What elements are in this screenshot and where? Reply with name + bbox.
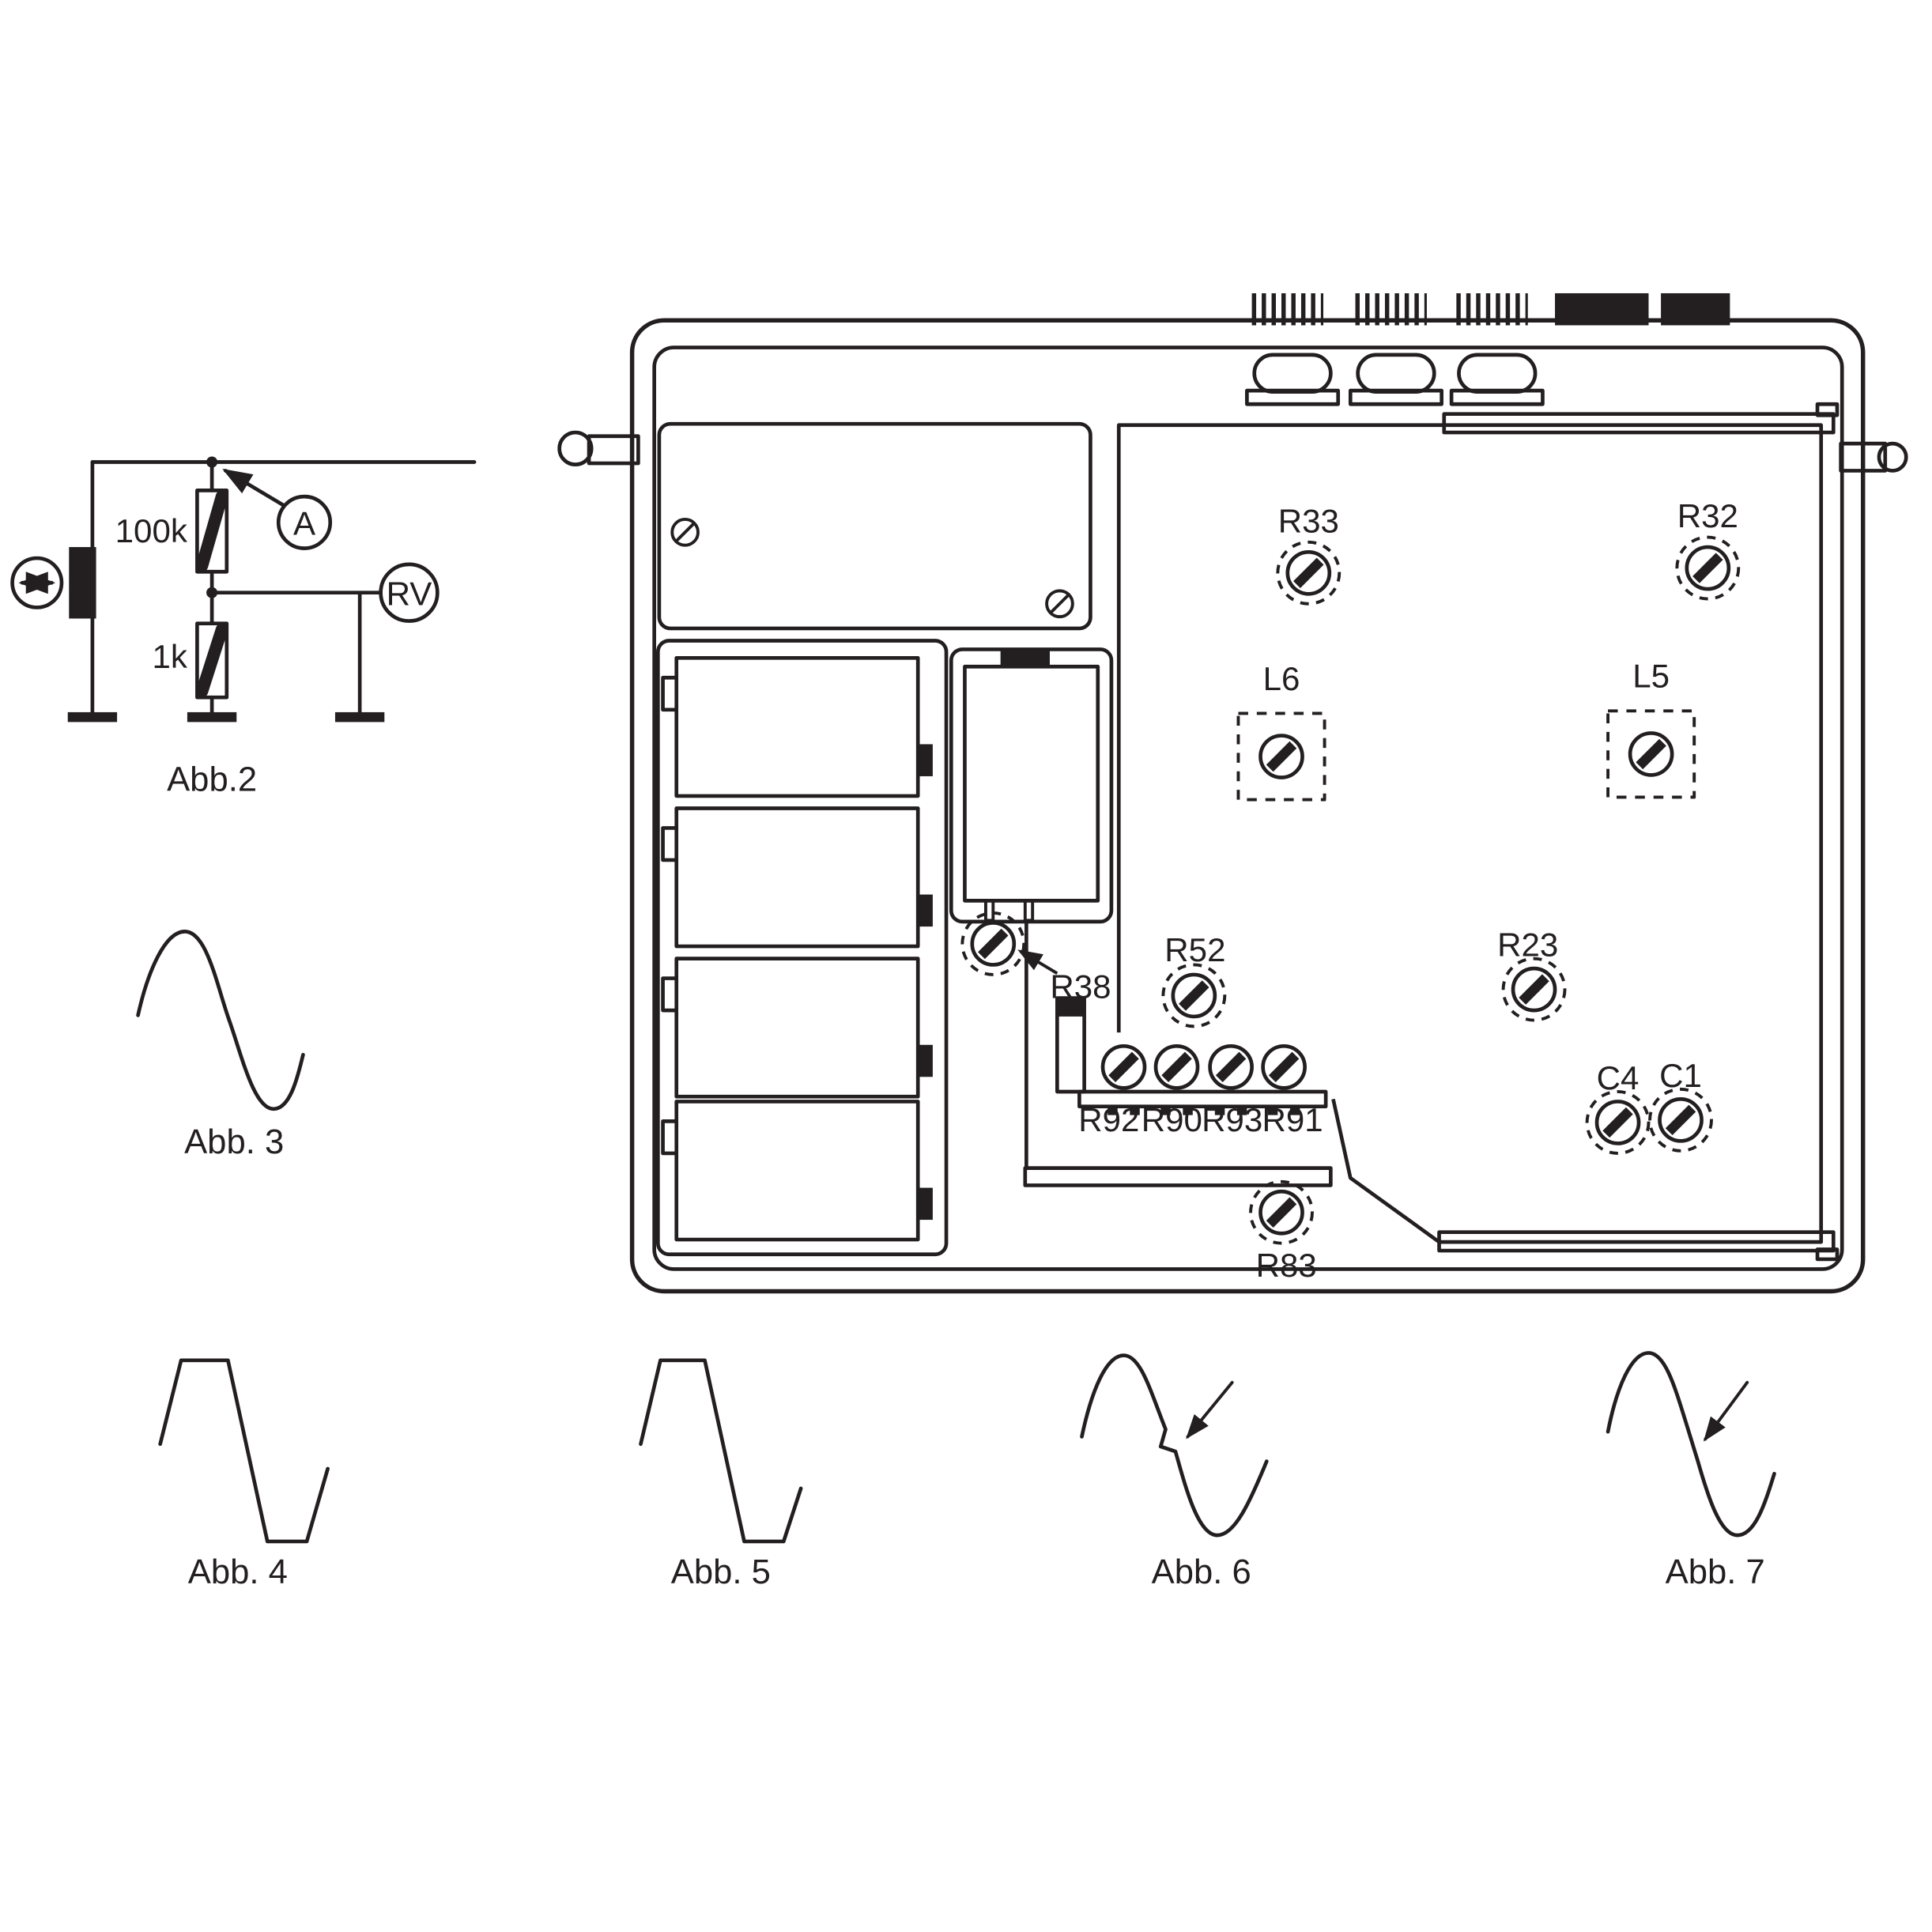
bracket-bar	[1077, 1089, 1328, 1109]
side-knob-left	[557, 430, 640, 466]
trimmer-r90	[1156, 1046, 1198, 1088]
label-r92: R92	[1078, 1101, 1139, 1138]
label-r32: R32	[1677, 497, 1738, 534]
sensor-circle-icon	[10, 556, 64, 609]
side-knob-right	[1839, 441, 1908, 473]
trimmer-r32	[1677, 538, 1738, 599]
trimmer-foot	[1214, 1106, 1225, 1115]
ground-symbol	[334, 711, 385, 723]
trimmer-foot	[1289, 1106, 1300, 1115]
abb5-caption: Abb. 5	[671, 1553, 771, 1591]
vertical-component	[1055, 996, 1086, 1094]
label-l5: L5	[1632, 658, 1670, 695]
tuning-connector	[1245, 353, 1341, 406]
sine-curve	[136, 930, 305, 1111]
abb2-caption: Abb.2	[167, 760, 257, 799]
ammeter-arrow	[222, 469, 285, 508]
label-r23: R23	[1497, 926, 1558, 964]
nine-volt-compartment	[949, 647, 1114, 924]
trimmer-row	[1077, 1046, 1328, 1115]
trimmer-foot	[1160, 1106, 1171, 1115]
ferrite-bar-bottom	[1437, 1230, 1840, 1262]
trimmer-r52	[1163, 964, 1224, 1026]
abb7-caption: Abb. 7	[1666, 1553, 1765, 1591]
case-outer	[629, 318, 1866, 1294]
label-r52: R52	[1164, 931, 1225, 968]
trimmer-r33	[1277, 542, 1339, 604]
case-inner	[652, 345, 1844, 1271]
rv-meter-symbol	[379, 562, 440, 623]
sine-with-kink	[1606, 1351, 1776, 1538]
trimmer-r91	[1263, 1046, 1305, 1088]
trimmer-c4	[1587, 1092, 1649, 1153]
coil-l6	[1236, 711, 1326, 802]
resistor-1k-label: 1k	[152, 638, 187, 675]
pcb-outline	[1116, 423, 1824, 1244]
trimmer-c1	[1650, 1089, 1711, 1151]
circuit-abb2: 100k 1k A RV Abb.2	[10, 456, 477, 799]
ground-symbol	[67, 711, 118, 723]
waveform-abb5: Abb. 5	[639, 1358, 803, 1591]
tuning-connector	[1348, 353, 1443, 406]
trapezoid-wave	[158, 1358, 330, 1544]
label-r38: R38	[1050, 968, 1111, 1006]
abb3-caption: Abb. 3	[184, 1123, 284, 1161]
label-r93: R93	[1202, 1101, 1262, 1138]
trimmer-r92	[1103, 1046, 1145, 1088]
trimmer-foot	[1236, 1106, 1247, 1115]
sine-with-notch	[1080, 1353, 1269, 1538]
battery-cell	[661, 806, 933, 949]
lower-strip	[1023, 1166, 1333, 1187]
trimmer-foot	[1183, 1106, 1193, 1115]
trimmer-r93	[1210, 1046, 1252, 1088]
label-c4: C4	[1597, 1059, 1640, 1096]
battery-cell	[661, 1100, 933, 1242]
trapezoid-wave	[639, 1358, 803, 1544]
waveform-abb7: Abb. 7	[1606, 1351, 1776, 1591]
defect-arrow	[1703, 1380, 1749, 1442]
waveform-abb6: Abb. 6	[1080, 1353, 1269, 1591]
trimmer-r83	[1251, 1182, 1312, 1243]
label-c1: C1	[1659, 1057, 1702, 1094]
sensor-body	[69, 547, 96, 619]
waveform-abb3: Abb. 3	[136, 930, 305, 1161]
label-r90: R90	[1141, 1101, 1202, 1138]
ground-symbol	[187, 711, 237, 723]
label-l6: L6	[1263, 660, 1300, 697]
resistor-100k-label: 100k	[115, 512, 188, 549]
ammeter-symbol	[276, 494, 333, 550]
abb4-caption: Abb. 4	[188, 1553, 288, 1591]
battery-cell	[661, 957, 933, 1099]
shield-panel	[657, 421, 1092, 631]
abb6-caption: Abb. 6	[1152, 1553, 1251, 1591]
screw-icon	[1047, 591, 1073, 617]
ammeter-label: A	[293, 504, 315, 541]
label-r33: R33	[1278, 502, 1339, 539]
device-top-view: R33 R32 L6 L5 R52 R23 R38 R92 R90 R93 R9…	[557, 292, 1908, 1294]
tuning-connector	[1449, 353, 1545, 406]
label-r91: R91	[1262, 1101, 1323, 1138]
trimmer-r23	[1504, 959, 1565, 1021]
waveform-abb4: Abb. 4	[158, 1358, 330, 1591]
resistor-1k	[195, 621, 229, 715]
trimmer-foot	[1108, 1106, 1118, 1115]
trimmer-foot	[1130, 1106, 1140, 1115]
resistor-100k	[195, 460, 229, 626]
defect-arrow	[1186, 1380, 1234, 1440]
label-r83: R83	[1256, 1247, 1317, 1284]
battery-compartment	[655, 639, 949, 1257]
ferrite-bar-top	[1442, 402, 1840, 435]
coil-l5	[1606, 709, 1696, 799]
screw-icon	[672, 519, 698, 545]
r38-arrow	[1017, 949, 1058, 975]
rv-label: RV	[387, 575, 432, 612]
battery-cell	[661, 655, 933, 798]
trimmer-foot	[1267, 1106, 1278, 1115]
